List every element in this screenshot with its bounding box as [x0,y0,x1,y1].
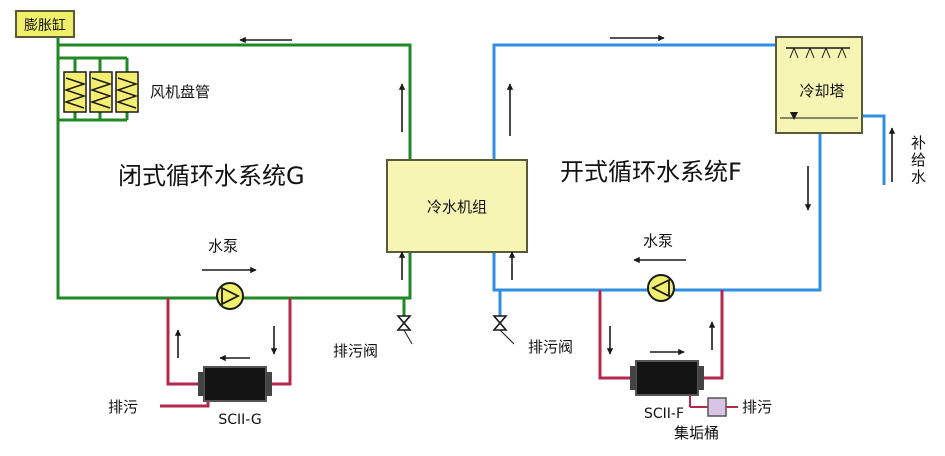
fan-coil-branch-bottom [58,112,129,122]
expansion-tank: 膨胀缸 [15,10,75,45]
open-system-title: 开式循环水系统F [560,158,742,186]
svg-text:补给水: 补给水 [909,135,927,186]
dirt-bucket-label: 集垢桶 [674,424,719,442]
expansion-tank-label: 膨胀缸 [24,17,66,34]
flow-arrows [174,34,896,362]
fan-coil-units: 风机盘管 [63,71,210,113]
fan-coil-unit [63,71,87,113]
bypass-pipe-left [166,298,292,386]
closed-system-title: 闭式循环水系统G [118,162,305,190]
drain-valve-left-label: 排污阀 [333,342,378,360]
cooling-tower: 冷却塔 [775,36,863,134]
scii-f-device: SCII-F [630,360,704,422]
chiller-unit: 冷水机组 [386,159,528,253]
drain-valve-right-label: 排污阀 [528,338,573,356]
makeup-water-label: 补给水 [909,135,927,186]
scii-g-label: SCII-G [218,412,261,428]
bypass-pipe-right [598,290,724,380]
scii-g-body [203,366,267,402]
dirt-bucket: 集垢桶 [674,395,738,442]
scii-g-device: SCII-G [198,366,272,428]
expansion-tank-box [15,10,75,38]
fan-coil-unit [89,71,113,113]
fan-coil-unit [115,71,139,113]
pump-right-label: 水泵 [643,232,673,250]
cooling-tower-box [775,36,863,134]
drain-left-label: 排污 [108,398,138,416]
scii-f-body [635,360,699,396]
pump-right: 水泵 [643,232,675,302]
scii-f-label: SCII-F [644,406,684,422]
makeup-water-pipe [862,114,886,185]
closed-loop-outer-pipe [56,43,412,300]
drain-right-label: 排污 [742,398,772,416]
drain-valve-left: 排污阀 [333,315,413,360]
closed-loop-pipes [56,43,412,316]
chiller-box [386,159,528,253]
drain-valve-right: 排污阀 [492,315,573,356]
fan-coil-branch-top [58,56,129,72]
chiller-label: 冷水机组 [427,198,487,216]
fan-coil-label: 风机盘管 [150,83,210,101]
drain-pipe-g [160,400,210,408]
pump-left-label: 水泵 [208,237,238,255]
pump-left: 水泵 [208,237,244,310]
cooling-tower-label: 冷却塔 [799,82,844,100]
dirt-bucket-box [707,397,727,417]
bypass-loop-right [598,290,724,380]
